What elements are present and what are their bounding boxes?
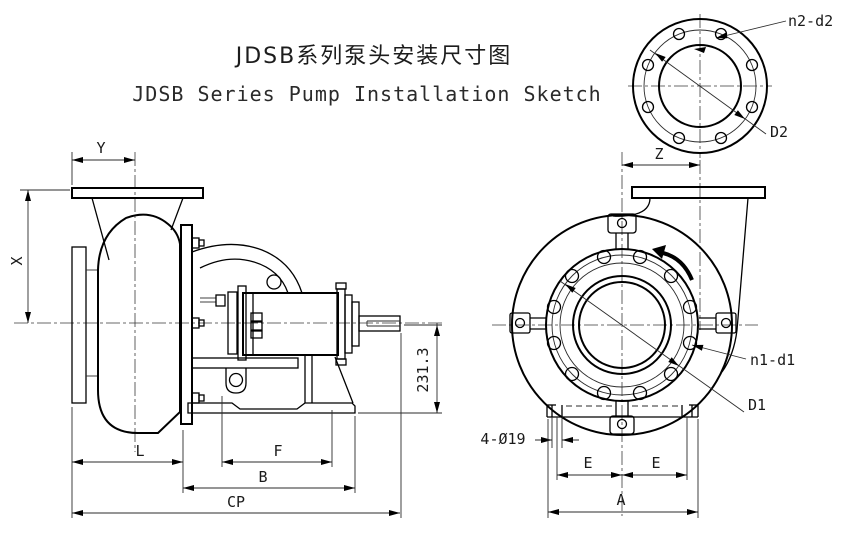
dim-label-f: F [273,442,282,460]
dim-label-b: B [258,468,267,486]
pump-shaft [358,315,401,332]
support-bracket [191,243,303,294]
volute-casing-front [511,214,733,436]
volute-casing-side [97,213,181,434]
dim-label-center-height: 231.3 [414,347,432,392]
casing-lugs [509,213,737,435]
discharge-flange-side [71,187,204,261]
discharge-neck-front [612,186,766,373]
foot-lug [225,368,247,394]
title-chinese: JDSB系列泵头安装尺寸图 [234,44,513,69]
suction-flange-side [71,246,98,404]
label-d1: D1 [748,396,766,414]
bearing-housing [242,282,360,366]
title-english: JDSB Series Pump Installation Sketch [132,82,601,106]
rotation-arrow [652,245,694,281]
dim-label-e-right: E [651,454,660,472]
discharge-bolt-holes [641,27,759,145]
flange-outer-circle [632,18,768,154]
side-view: Y X 231.3 L [8,139,443,518]
flange-detail-annotations: n2-d2 D2 [649,12,833,141]
label-n1-d1: n1-d1 [750,351,795,369]
gland-assembly [200,285,263,361]
front-view-centerlines [492,152,758,516]
dim-label-l: L [135,442,144,460]
dim-label-y: Y [96,139,105,157]
dim-label-anchor-holes: 4-Ø19 [480,430,525,448]
side-view-dimensions: Y X 231.3 L [8,139,442,518]
front-view-dimensions: Z 4-Ø19 E E A [480,145,795,518]
dim-label-a: A [616,491,625,509]
dim-label-cp: CP [227,493,245,511]
casing-back-plate [180,224,205,425]
dim-label-e-left: E [583,454,592,472]
bolt-circle-d1 [551,254,693,396]
gland-bolt [215,294,226,307]
title-block: JDSB系列泵头安装尺寸图 JDSB Series Pump Installat… [132,44,601,106]
dim-label-x: X [8,256,26,265]
label-d2: D2 [770,123,788,141]
base-plate-front [546,404,699,448]
bracket-hole [266,274,282,290]
pedestal [187,355,356,414]
front-view: Z 4-Ø19 E E A [480,145,795,518]
base-plate-side [187,402,356,414]
suction-flange-front [545,248,699,402]
flange-detail-view: n2-d2 D2 [628,12,833,158]
foot-lug-hole [228,372,244,388]
dim-label-z: Z [654,145,663,163]
bolt-circle-d2 [643,29,757,143]
label-n2-d2: n2-d2 [788,12,833,30]
flange-bore-circle [658,44,742,128]
suction-bolt-holes [546,249,698,401]
